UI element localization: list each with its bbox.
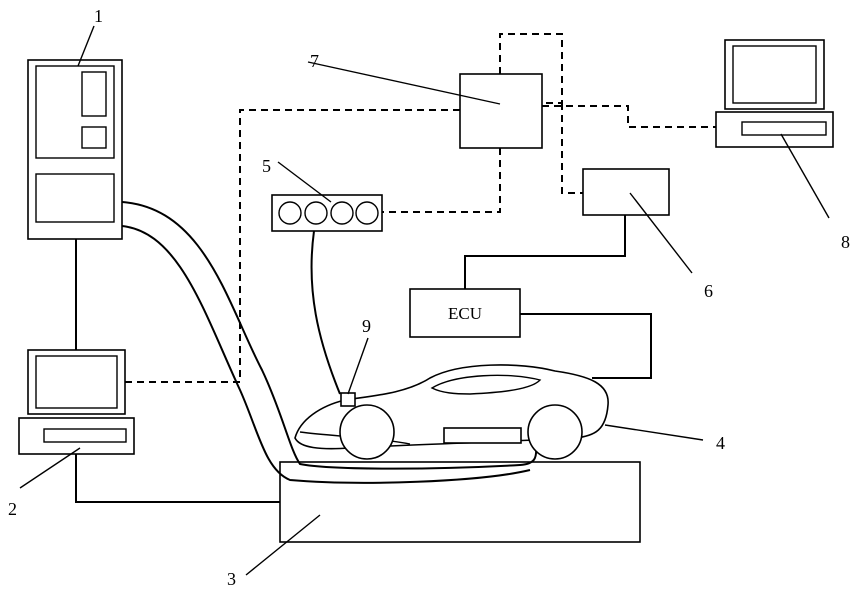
label-2: 2 bbox=[8, 499, 17, 519]
label-6: 6 bbox=[704, 281, 713, 301]
label-4: 4 bbox=[716, 433, 725, 453]
component-8-computer bbox=[716, 40, 833, 147]
label-3: 3 bbox=[227, 569, 236, 589]
label-8: 8 bbox=[841, 232, 850, 252]
label-1: 1 bbox=[94, 6, 103, 26]
component-6-box bbox=[583, 169, 669, 215]
ecu-label: ECU bbox=[448, 304, 482, 323]
label-9: 9 bbox=[362, 316, 371, 336]
component-2-computer bbox=[19, 350, 134, 454]
label-5: 5 bbox=[262, 156, 271, 176]
component-4-car bbox=[295, 365, 608, 459]
label-7: 7 bbox=[310, 51, 319, 71]
component-7-box bbox=[460, 74, 542, 148]
component-1-cabinet bbox=[28, 60, 122, 239]
ecu-unit: ECU bbox=[410, 289, 520, 337]
component-5-sensor-bank bbox=[272, 195, 382, 231]
component-3-dyno-base bbox=[280, 462, 640, 542]
